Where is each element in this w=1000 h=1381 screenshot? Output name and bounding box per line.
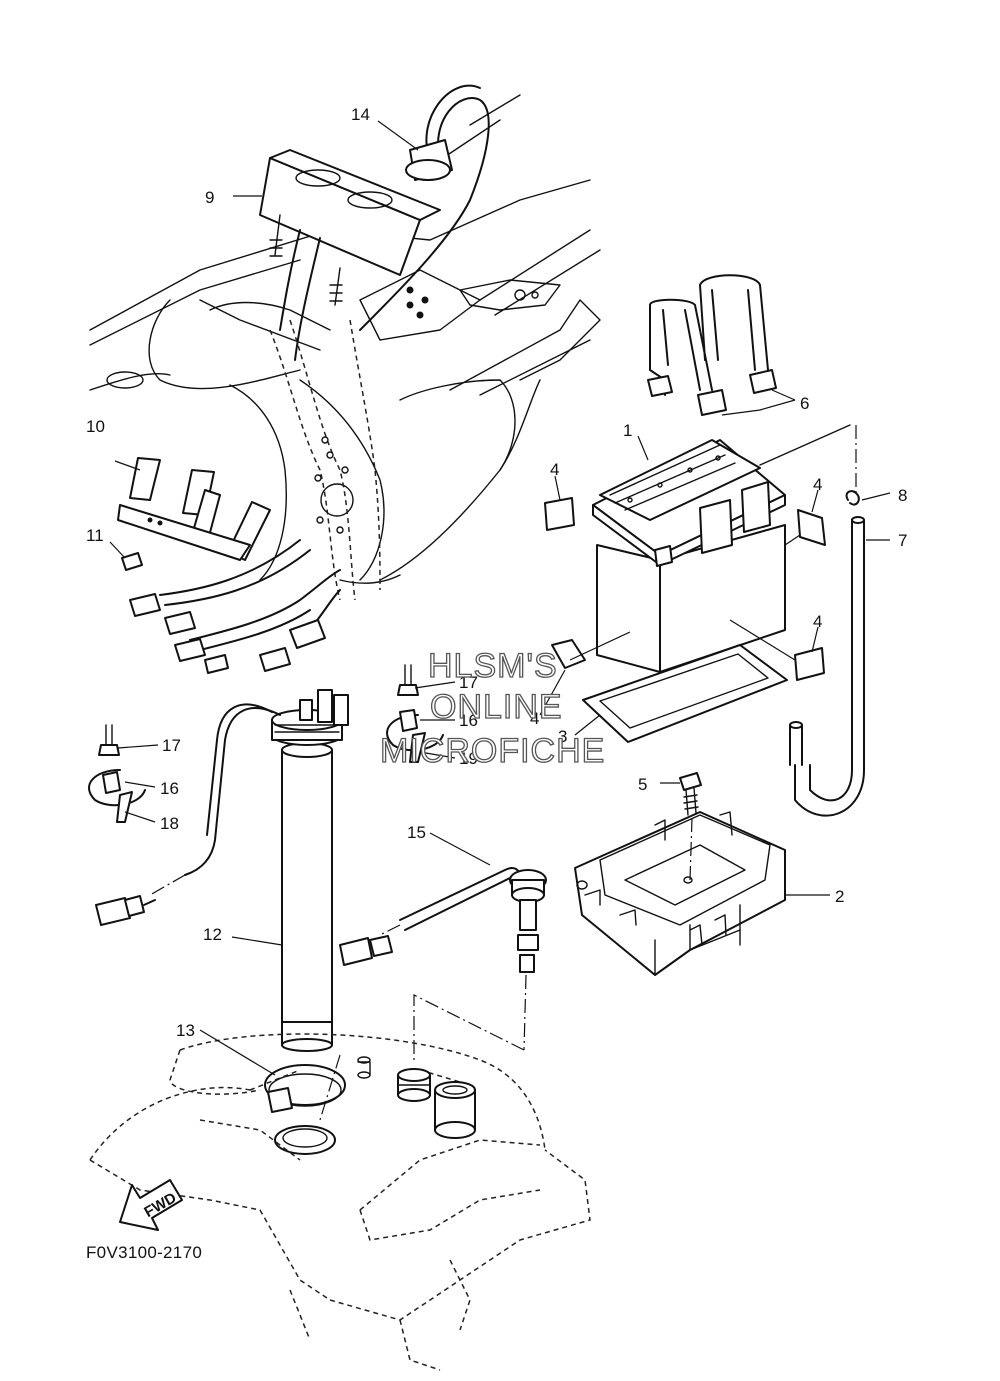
callout-17-left[interactable]: 17 xyxy=(162,736,181,755)
vent-hose-part-7 xyxy=(789,425,865,817)
rubber-sheet-part-3 xyxy=(582,644,788,743)
clip-part-8 xyxy=(845,490,860,506)
leader-lines xyxy=(109,120,891,1076)
callout-14[interactable]: 14 xyxy=(351,105,370,124)
watermark-line-2: ONLINE xyxy=(430,688,563,726)
wire-harness xyxy=(129,539,341,674)
callout-19[interactable]: 19 xyxy=(459,749,478,768)
nut-part-11 xyxy=(121,552,143,571)
bracket-part-10 xyxy=(117,457,271,561)
callout-5[interactable]: 5 xyxy=(638,775,647,794)
callout-3[interactable]: 3 xyxy=(558,727,567,746)
callout-16-left[interactable]: 16 xyxy=(160,779,179,798)
callout-16-center[interactable]: 16 xyxy=(459,711,478,730)
watermark: HLSM'S ONLINE MICROFICHE xyxy=(379,646,605,770)
diagram-code: F0V3100-2170 xyxy=(86,1243,202,1262)
watermark-line-3: MICROFICHE xyxy=(380,732,605,770)
callout-2[interactable]: 2 xyxy=(835,887,844,906)
callout-9[interactable]: 9 xyxy=(205,188,214,207)
hull-frame-drawing xyxy=(89,94,601,601)
callout-4-right-bottom[interactable]: 4 xyxy=(813,612,822,631)
callout-4-left[interactable]: 4 xyxy=(550,460,559,479)
fuel-sender-part-12 xyxy=(95,689,349,1121)
battery-part-1 xyxy=(592,424,851,673)
callout-12[interactable]: 12 xyxy=(203,925,222,944)
callout-18[interactable]: 18 xyxy=(160,814,179,833)
clamp-assembly-left xyxy=(88,664,444,823)
hose-clamp-part-13 xyxy=(264,1064,346,1155)
callout-17-center[interactable]: 17 xyxy=(459,673,478,692)
bolt-part-5 xyxy=(679,772,702,881)
callout-15[interactable]: 15 xyxy=(407,823,426,842)
forward-direction-arrow[interactable]: FWD xyxy=(119,1179,183,1231)
fuel-tank-drawing xyxy=(89,1033,591,1371)
callout-1[interactable]: 1 xyxy=(623,421,632,440)
callout-4-right-top[interactable]: 4 xyxy=(813,475,822,494)
callout-7[interactable]: 7 xyxy=(898,531,907,550)
callout-6[interactable]: 6 xyxy=(800,394,809,413)
battery-pad-part-4 xyxy=(544,497,826,681)
callout-13[interactable]: 13 xyxy=(176,1021,195,1040)
switch-panel-part-9 xyxy=(259,149,441,361)
battery-box-part-2 xyxy=(574,811,786,976)
callout-labels: 1 2 3 4 4 4 4 5 6 7 8 9 10 11 12 13 14 1… xyxy=(86,105,907,1040)
sensor-part-15 xyxy=(339,867,547,1060)
callout-8[interactable]: 8 xyxy=(898,486,907,505)
callout-4-center[interactable]: 4 xyxy=(530,709,539,728)
callout-10[interactable]: 10 xyxy=(86,417,105,436)
battery-band-part-6 xyxy=(647,274,777,416)
watermark-line-1: HLSM'S xyxy=(428,647,558,685)
grommet-part-14 xyxy=(359,84,490,331)
callout-11[interactable]: 11 xyxy=(86,526,104,545)
